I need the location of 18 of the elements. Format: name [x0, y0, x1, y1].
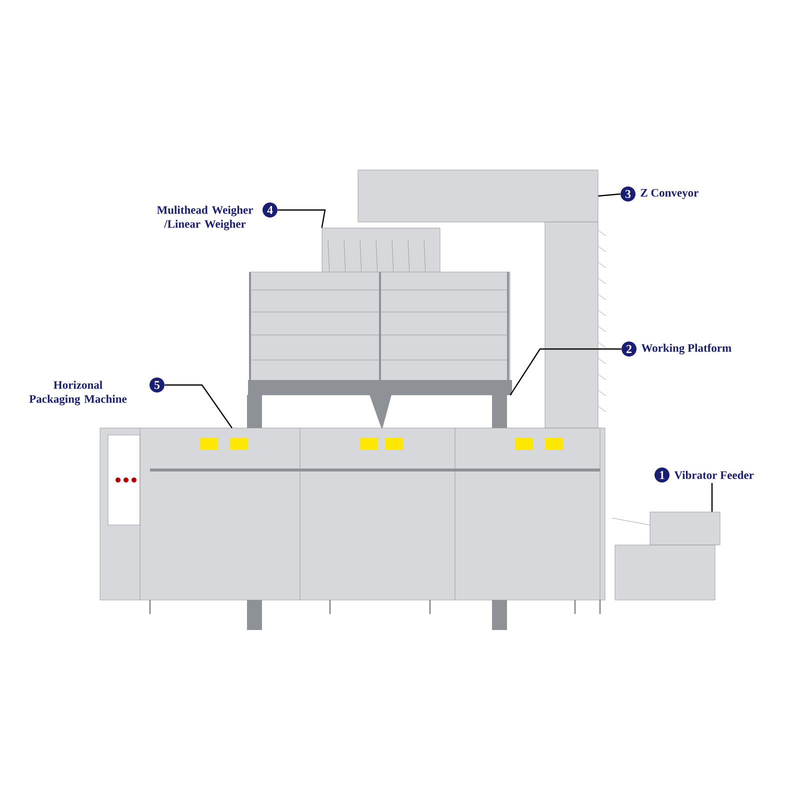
leader-line — [164, 384, 232, 428]
packaging-machine-drawing — [100, 428, 606, 614]
callout-number: 2 — [622, 342, 636, 356]
part-label: Z Conveyor — [640, 188, 698, 200]
part-label: Horizonal Packaging Machine — [29, 380, 127, 406]
leader-line — [510, 348, 622, 396]
callout-number: 4 — [262, 202, 278, 218]
callout-number: 1 — [654, 468, 670, 482]
callout-number: 5 — [150, 378, 164, 392]
leader-line — [711, 483, 713, 512]
part-label: Mulithead Weigher /Linear Weigher — [156, 206, 253, 230]
leader-line — [278, 209, 326, 228]
z-conveyor-drawing — [358, 170, 606, 428]
vibrator-feeder-drawing — [612, 512, 720, 600]
leader-line — [598, 193, 620, 197]
part-label: Working Platform — [641, 344, 732, 354]
callout-number: 3 — [620, 186, 636, 202]
part-label: Vibrator Feeder — [674, 470, 754, 480]
